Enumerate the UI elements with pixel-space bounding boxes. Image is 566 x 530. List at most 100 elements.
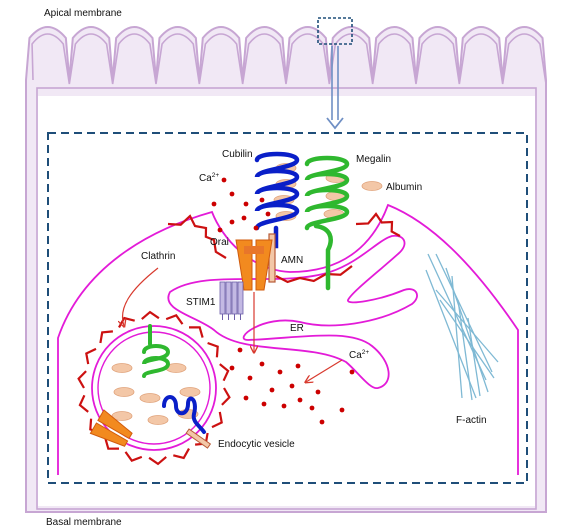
calcium-ion [253, 225, 259, 231]
endoplasmic-reticulum [167, 234, 418, 389]
actin-filament [425, 269, 477, 399]
calcium-ion [261, 401, 267, 407]
clathrin-triskelion [219, 363, 230, 382]
calcium-ion [349, 369, 355, 375]
ca-lower-charge: 2+ [362, 349, 370, 356]
apical-membrane-label: Apical membrane [44, 8, 122, 19]
orai-channel [235, 239, 273, 291]
calcium-ion [315, 389, 321, 395]
calcium-ion [217, 227, 223, 233]
albumin-particle [111, 411, 133, 421]
calcium-ion [295, 363, 301, 369]
ca-upper-label: Ca2+ [199, 172, 219, 184]
clathrin-coat-pit [167, 212, 401, 284]
clathrin-triskelion [188, 326, 204, 338]
clathrin-triskelion [211, 411, 223, 429]
calcium-ions [211, 177, 355, 425]
clathrin-triskelion [141, 310, 160, 320]
ca-lower-label: Ca2+ [349, 349, 369, 361]
calcium-ion [229, 365, 235, 371]
stim1-subunit [237, 281, 244, 315]
stim1-subunit [231, 281, 238, 315]
actin-filament [435, 289, 499, 363]
albumin-particle [111, 363, 133, 373]
clathrin-triskelion [221, 387, 231, 406]
actin-filament [439, 299, 495, 379]
cell-inner-outline [36, 87, 537, 510]
clathrin-triskelion [77, 370, 87, 389]
vesicle-amn [185, 428, 212, 449]
clathrin-triskelion [275, 265, 353, 284]
stim1-protein [219, 281, 244, 320]
zoomed-region-outline [47, 132, 528, 484]
calcium-ion [229, 219, 235, 225]
clathrin-triskelion [148, 456, 167, 466]
calcium-ion [265, 211, 271, 217]
calcium-ion [221, 177, 227, 183]
clathrin-triskelion [207, 341, 219, 358]
stim1-subunit [219, 281, 226, 315]
calcium-ion [229, 191, 235, 197]
stim1-subunit [225, 281, 232, 315]
er-label: ER [290, 323, 304, 334]
clathrin-to-vesicle-arrow [122, 267, 159, 326]
calcium-ion [259, 197, 265, 203]
ca-upper-symbol: Ca [199, 173, 212, 184]
calcium-ion [247, 375, 253, 381]
albumin-particle [179, 387, 201, 397]
actin-filament [467, 317, 481, 397]
calcium-ion [319, 419, 325, 425]
clathrin-triskelion [85, 347, 97, 365]
er-release-arrow [306, 359, 343, 382]
albumin-label: Albumin [386, 182, 422, 193]
calcium-ion [289, 383, 295, 389]
ca-upper-charge: 2+ [212, 172, 220, 179]
zoom-box [317, 17, 353, 45]
calcium-ion [339, 407, 345, 413]
ca-lower-symbol: Ca [349, 350, 362, 361]
megalin-receptor [304, 155, 350, 291]
stim1-label: STIM1 [186, 297, 216, 308]
vesicle-megalin [142, 324, 171, 378]
vesicle-orai-right [97, 409, 133, 440]
albumin-particle [147, 415, 169, 425]
megalin-coil [304, 155, 350, 231]
vesicle-orai [89, 409, 133, 447]
clathrin-triskelion [104, 438, 120, 450]
calcium-ion [243, 201, 249, 207]
clathrin-coat-vesicle [77, 310, 231, 466]
zoom-arrowhead [326, 117, 344, 130]
actin-filament [457, 299, 473, 401]
orai-label: Orai [210, 237, 229, 248]
amn-label: AMN [281, 255, 303, 266]
vesicle-orai-left [89, 422, 129, 447]
cubilin-coil [254, 151, 300, 231]
clathrin-triskelion [167, 214, 227, 259]
plasma-membrane [57, 203, 519, 475]
albumin-particle [139, 393, 161, 403]
calcium-ion [269, 387, 275, 393]
megalin-stem [313, 223, 333, 291]
endocytic-vesicle-label: Endocytic vesicle [218, 439, 295, 450]
clathrin-triskelion [124, 451, 143, 463]
f-actin-label: F-actin [456, 415, 487, 426]
calcium-ion [309, 405, 315, 411]
clathrin-triskelion [173, 448, 190, 460]
clathrin-triskelion [78, 394, 89, 413]
apical-microvilli-inner-line [31, 33, 547, 85]
calcium-ion [241, 215, 247, 221]
calcium-ion [297, 397, 303, 403]
zoom-indicator [317, 17, 353, 130]
calcium-ion [237, 347, 243, 353]
basal-membrane-label: Basal membrane [46, 517, 122, 528]
clathrin-triskelion [355, 212, 401, 237]
calcium-ion [243, 395, 249, 401]
calcium-ion [281, 403, 287, 409]
actin-filament [451, 275, 463, 399]
clathrin-label: Clathrin [141, 251, 175, 262]
calcium-ion [277, 369, 283, 375]
f-actin-filaments [425, 253, 499, 401]
calcium-ion [259, 361, 265, 367]
clathrin-triskelion [165, 313, 184, 325]
albumin-particle [113, 387, 135, 397]
